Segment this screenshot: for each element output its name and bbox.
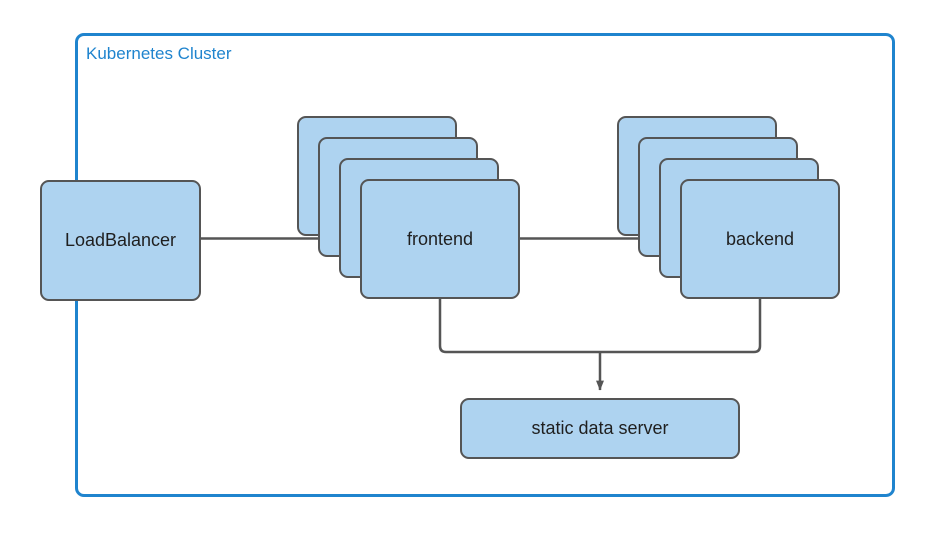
node-static-data-server[interactable]: static data server [460,398,740,459]
edge-backend-to-static-data-server [600,299,762,354]
node-frontend[interactable]: frontend [360,179,520,299]
node-loadbalancer[interactable]: LoadBalancer [40,180,201,301]
node-frontend-label: frontend [406,228,474,249]
edge-frontend-to-static-data-server [438,299,600,354]
node-loadbalancer-label: LoadBalancer [64,230,177,250]
kubernetes-cluster-label: Kubernetes Cluster [86,44,232,63]
node-backend-label: backend [725,228,795,249]
node-static-data-server-label: static data server [531,418,669,438]
node-backend[interactable]: backend [680,179,840,299]
